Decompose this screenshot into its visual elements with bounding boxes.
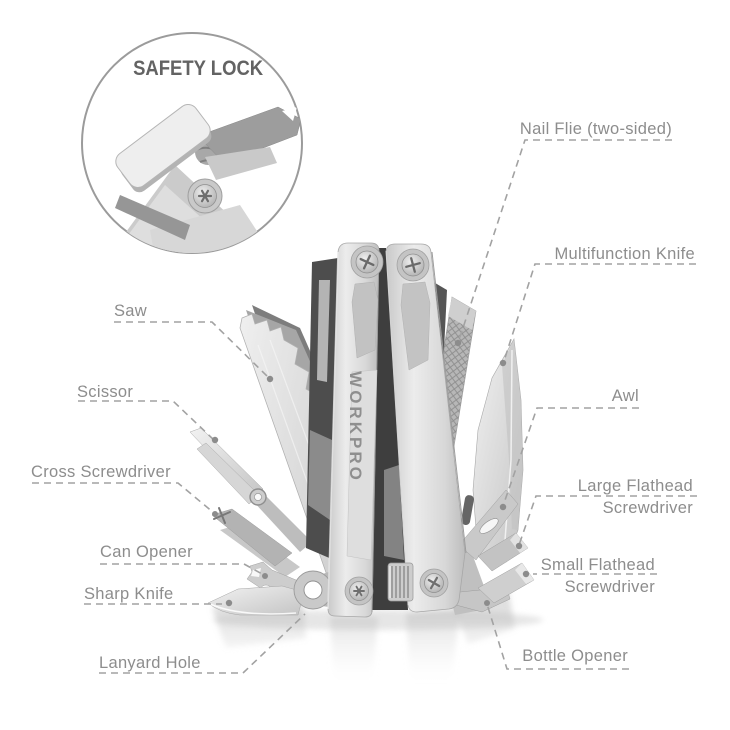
- callout-scissor: Scissor: [77, 383, 134, 401]
- callout-large-flathead: Large Flathead Screwdriver: [578, 475, 693, 519]
- leader-awl: [499, 407, 639, 511]
- lock-lever: [197, 106, 302, 180]
- callout-multifunction-knife: Multifunction Knife: [554, 245, 695, 263]
- leader-cross-screwdriver: [32, 482, 218, 517]
- plier-head-gap: [372, 248, 408, 610]
- inset-screw: [187, 178, 223, 214]
- brand-text: WORKPRO: [346, 371, 365, 483]
- callout-small-flathead-line1: Small Flathead: [540, 556, 655, 574]
- callout-nail-file: Nail Flie (two-sided): [519, 120, 672, 138]
- left-handle: [327, 242, 380, 618]
- callout-large-flathead-line2: Screwdriver: [602, 499, 693, 517]
- callout-can-opener: Can Opener: [100, 543, 193, 561]
- callout-sharp-knife: Sharp Knife: [84, 585, 174, 603]
- scissors: [189, 427, 312, 552]
- screw-top-right: [396, 248, 430, 282]
- sharp-knife-blade: [207, 585, 305, 616]
- right-handle-panel: [400, 281, 431, 371]
- leader-lines: [32, 139, 697, 674]
- inner-bit-channel: [306, 258, 447, 560]
- lock-tab: [115, 104, 212, 193]
- callout-awl: Awl: [611, 387, 639, 405]
- lock-slider: [387, 562, 414, 602]
- leader-saw: [114, 321, 274, 383]
- callout-saw: Saw: [114, 302, 147, 320]
- right-handle: [385, 243, 467, 613]
- leader-bottle-opener: [484, 600, 629, 670]
- leader-scissor: [78, 400, 219, 444]
- left-handle-panel: [351, 281, 379, 359]
- callout-bottle-opener: Bottle Opener: [522, 647, 628, 665]
- leader-lanyard-hole: [99, 613, 306, 674]
- leader-sharp-knife: [84, 599, 233, 607]
- safety-lock-title: SAFETY LOCK: [133, 57, 264, 80]
- cross-screwdriver-tool: [211, 507, 300, 577]
- screw-bottom-right: [419, 568, 449, 598]
- screw-bottom-left: [344, 576, 374, 606]
- callout-cross-screwdriver: Cross Screwdriver: [31, 463, 171, 481]
- callout-lanyard-hole: Lanyard Hole: [99, 654, 201, 672]
- leader-large-flathead: [515, 495, 697, 550]
- leader-can-opener: [100, 563, 268, 579]
- safety-lock-inset: [81, 32, 303, 254]
- callout-small-flathead: Small Flathead Screwdriver: [541, 554, 655, 598]
- callout-large-flathead-line1: Large Flathead: [577, 477, 693, 495]
- leader-nail-file: [454, 139, 672, 347]
- leader-small-flathead: [522, 570, 657, 578]
- callout-small-flathead-line2: Screwdriver: [564, 578, 655, 596]
- screw-top-left: [350, 245, 384, 279]
- knife-nick-slot: [461, 495, 474, 526]
- leader-multifunction-knife: [499, 263, 696, 367]
